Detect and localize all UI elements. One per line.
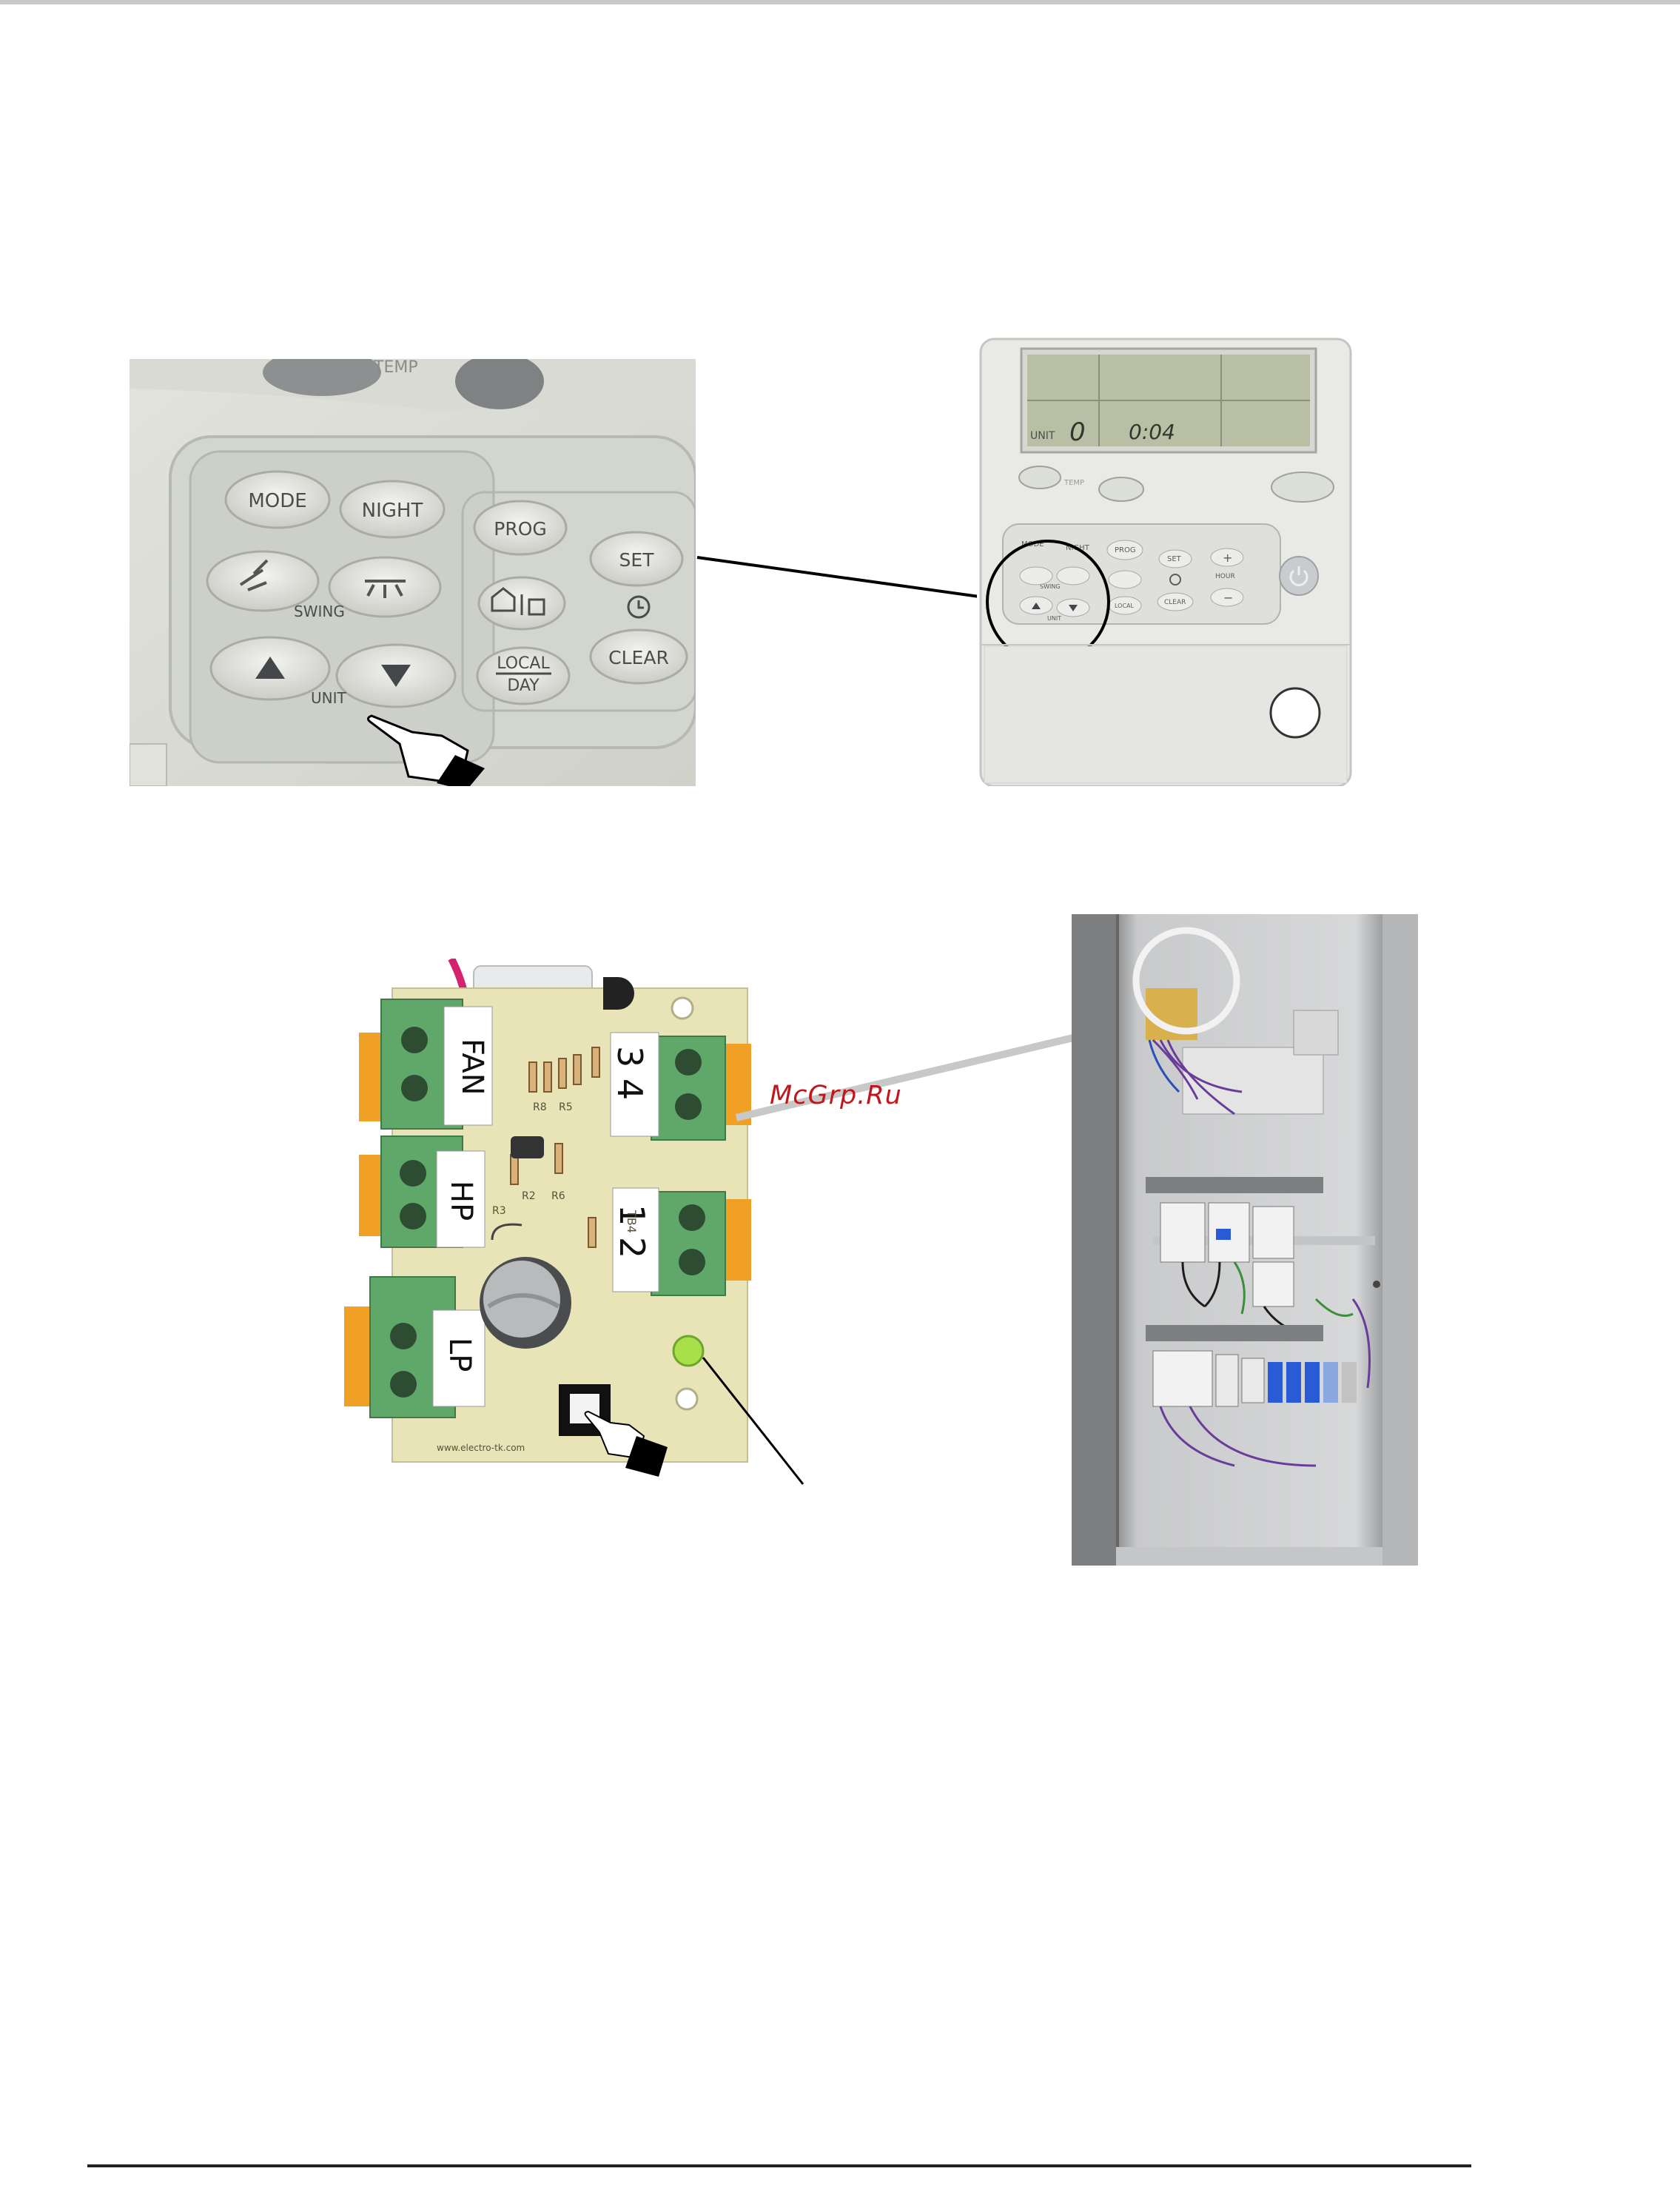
terminal-34-label: 3 4	[610, 1046, 650, 1100]
mode-button[interactable]: MODE	[226, 472, 329, 528]
cabinet-photo	[1072, 914, 1418, 1566]
svg-text:PROG: PROG	[1115, 546, 1136, 554]
hp-label: HP	[444, 1181, 478, 1221]
svg-text:TB4: TB4	[625, 1210, 639, 1233]
swing-vertical-button[interactable]	[207, 551, 318, 611]
display-time: 0:04	[1129, 420, 1175, 444]
power-button[interactable]	[1280, 557, 1318, 595]
svg-text:MODE: MODE	[248, 490, 306, 512]
minus-icon: −	[1223, 591, 1233, 605]
local-day-button[interactable]: LOCAL DAY	[477, 648, 569, 704]
display-unit-label: UNIT	[1030, 430, 1055, 442]
svg-text:HOUR: HOUR	[1215, 573, 1235, 580]
top-rule	[0, 0, 1680, 4]
night-button[interactable]: NIGHT	[340, 481, 444, 537]
svg-text:DAY: DAY	[507, 677, 540, 695]
svg-text:NIGHT: NIGHT	[362, 500, 423, 522]
svg-text:R5: R5	[559, 1101, 573, 1113]
fan-label: FAN	[455, 1039, 489, 1096]
lock-hole	[1271, 688, 1320, 737]
svg-text:R2: R2	[522, 1190, 536, 1202]
swing-label: SWING	[294, 603, 345, 620]
prog-button[interactable]: PROG	[474, 501, 566, 554]
svg-text:R3: R3	[492, 1205, 506, 1217]
transistor	[511, 1136, 544, 1158]
svg-text:www.electro-tk.com: www.electro-tk.com	[437, 1443, 525, 1453]
swing-horizontal-button[interactable]	[329, 557, 440, 617]
plus-icon: +	[1223, 551, 1232, 565]
controller-photo: UNIT 0 0:04 TEMP MODE NIGHT PROG SET + H…	[977, 335, 1354, 786]
temp-up-button[interactable]	[1099, 477, 1143, 501]
temp-label: TEMP	[373, 359, 418, 377]
set-button[interactable]: SET	[591, 532, 682, 586]
watermark: McGrp.Ru	[770, 1081, 902, 1110]
svg-text:PROG: PROG	[494, 518, 547, 540]
callout-line-keypad	[696, 551, 1007, 618]
display-unit-value: 0	[1069, 417, 1086, 447]
svg-text:SET: SET	[1167, 555, 1182, 563]
svg-text:LOCAL: LOCAL	[497, 654, 550, 673]
svg-text:R6: R6	[551, 1190, 565, 1202]
unit-label: UNIT	[311, 689, 346, 707]
temp-down-button[interactable]	[1019, 466, 1061, 489]
unit-down-button[interactable]	[337, 645, 455, 707]
fan-button[interactable]	[1271, 472, 1334, 502]
svg-text:CLEAR: CLEAR	[1164, 599, 1186, 606]
keypad-closeup-photo: TEMP MODE NIGHT PROG SET SWING	[130, 359, 696, 786]
house-copy-icon[interactable]	[479, 577, 565, 629]
lp-label: LP	[443, 1338, 477, 1372]
svg-text:UNIT: UNIT	[1047, 615, 1061, 622]
clear-button[interactable]: CLEAR	[591, 630, 687, 683]
svg-text:SET: SET	[619, 549, 655, 571]
svg-text:LOCAL: LOCAL	[1115, 603, 1135, 609]
bottom-rule	[87, 2164, 1471, 2167]
svg-text:CLEAR: CLEAR	[608, 647, 669, 668]
svg-text:R8: R8	[533, 1101, 547, 1113]
callout-line-led	[696, 1355, 814, 1488]
svg-text:TEMP: TEMP	[1064, 479, 1084, 487]
